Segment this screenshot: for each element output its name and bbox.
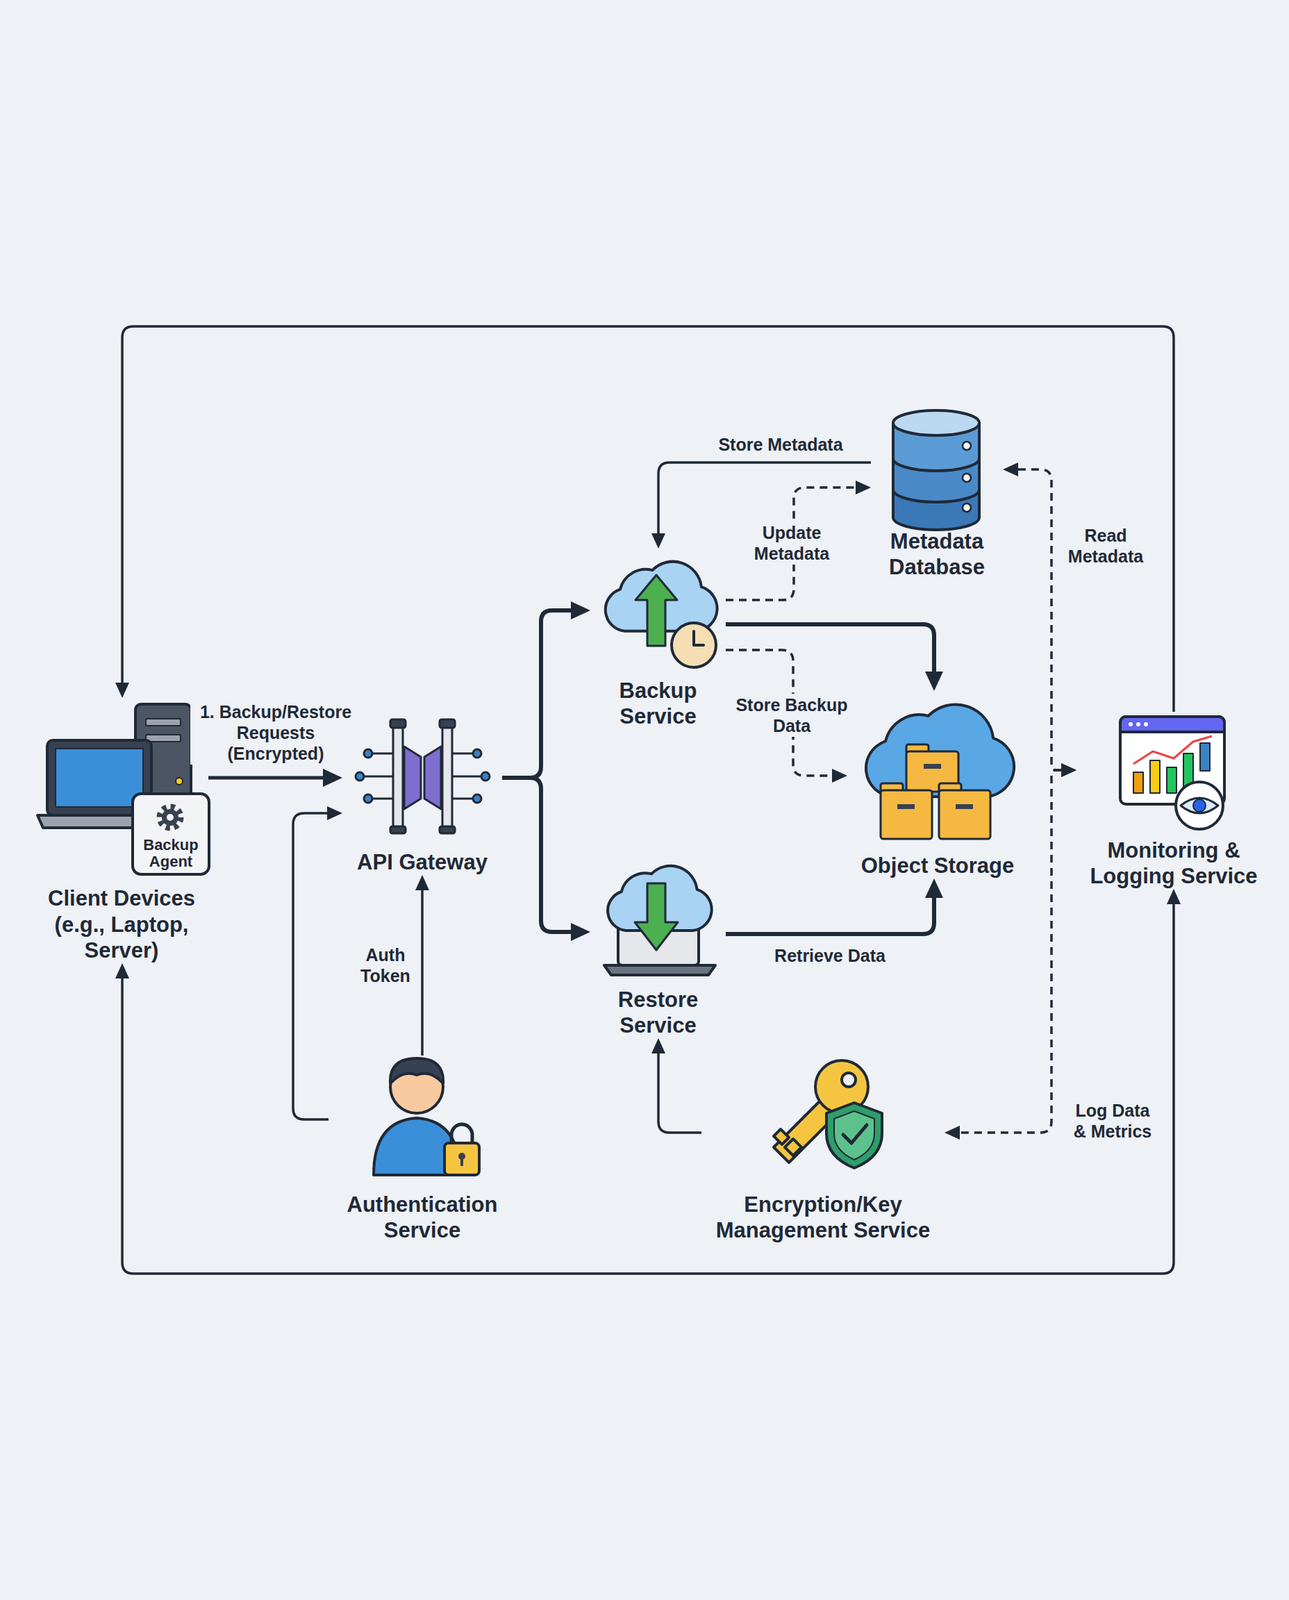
connector — [725, 624, 935, 672]
edge-label: Store Metadata — [716, 433, 845, 456]
dashed-connector — [725, 487, 856, 601]
node-label: Client Devices (e.g., Laptop, Server) — [34, 885, 209, 964]
monitoring-icon — [1120, 716, 1225, 830]
connector — [725, 897, 935, 935]
node-label: API Gateway — [356, 849, 488, 876]
edge-label: Read Metadata — [1058, 524, 1153, 568]
node-label: Backup Service — [590, 677, 726, 730]
connector — [502, 777, 571, 933]
key-shield-icon — [773, 1060, 883, 1169]
dashed-connector — [1018, 469, 1062, 771]
connector — [658, 1053, 702, 1133]
auth-icon — [373, 1058, 480, 1176]
edge-label: Log Data & Metrics — [1067, 1099, 1159, 1143]
edge-label: Update Metadata — [744, 521, 839, 565]
client-device: Client Devices (e.g., Laptop, Server) Bac… — [34, 697, 209, 964]
restore-service-icon — [604, 866, 716, 976]
connector — [122, 326, 1174, 712]
backup-agent-badge — [132, 793, 210, 875]
monitoring-service: Monitoring & Logging Service — [1076, 711, 1271, 889]
connector — [122, 904, 1174, 1274]
connector — [208, 776, 323, 780]
backup-agent-badge: Backup Agent — [132, 793, 210, 875]
backup-service-icon — [605, 561, 718, 668]
key-management-service: Encryption/Key Management Service — [701, 1055, 945, 1244]
connector — [502, 610, 571, 778]
connector — [420, 890, 424, 1056]
node-label: Encryption/Key Management Service — [701, 1191, 945, 1244]
node-label: Object Storage — [861, 852, 1015, 879]
metadata-database: Metadata Database — [870, 406, 1003, 580]
edge-label: 1. Backup/Restore Requests (Encrypted) — [190, 700, 362, 765]
edge-label: Store Backup Data — [727, 693, 857, 737]
object-storage-icon — [866, 704, 1014, 839]
database-icon — [893, 410, 980, 530]
auth-service: Authentication Service — [328, 1055, 517, 1244]
node-label: Authentication Service — [328, 1191, 517, 1244]
node-label: Monitoring & Logging Service — [1076, 837, 1271, 889]
edge-label: Retrieve Data — [772, 944, 888, 967]
api-gateway-icon — [355, 719, 490, 834]
restore-service: Restore Service — [590, 854, 726, 1039]
node-label: Backup Agent — [132, 836, 210, 875]
node-label: Restore Service — [590, 986, 726, 1039]
dashed-connector — [959, 770, 1062, 1133]
object-storage: Object Storage — [847, 691, 1028, 879]
node-label: Metadata Database — [870, 528, 1003, 580]
backup-service: Backup Service — [590, 548, 726, 730]
edge-label: Auth Token — [352, 943, 419, 987]
api-gateway: API Gateway — [342, 715, 503, 876]
connector — [293, 813, 329, 1120]
